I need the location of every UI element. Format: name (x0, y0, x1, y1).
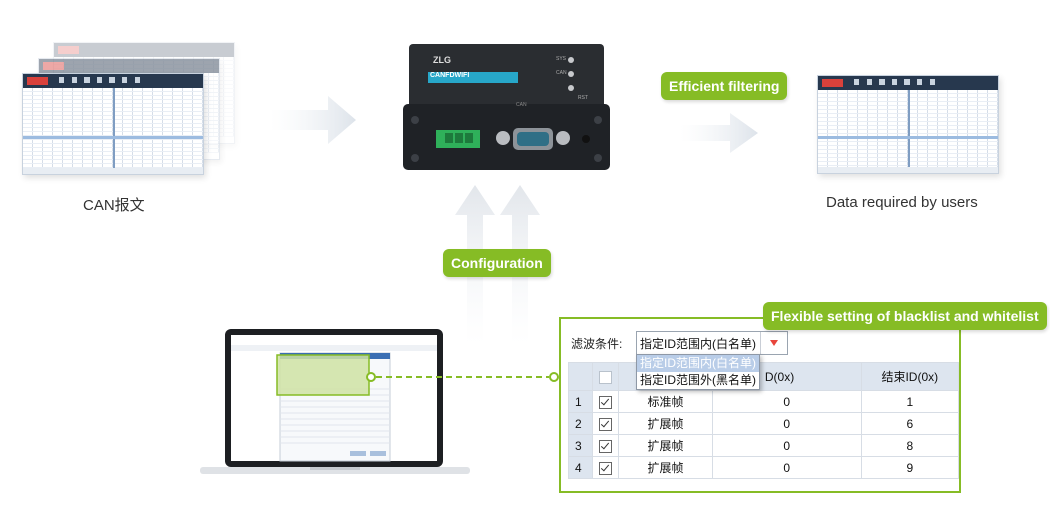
row-checkbox[interactable] (598, 417, 612, 431)
end-id-cell[interactable]: 8 (860, 434, 960, 457)
canfdwifi-device-image (403, 44, 610, 170)
start-id-cell[interactable]: 0 (711, 434, 862, 457)
frame-type-cell[interactable]: 扩展帧 (618, 434, 713, 457)
row-checkbox[interactable] (598, 439, 612, 453)
option-whitelist[interactable]: 指定ID范围内(白名单) (637, 355, 759, 372)
device-model-label: CANFDWIFI (430, 72, 470, 79)
row-index: 1 (568, 390, 593, 413)
table-header-row: D(0x) 结束ID(0x) (568, 362, 960, 391)
start-id-cell[interactable]: 0 (711, 390, 862, 413)
table-row: 4 扩展帧 0 9 (568, 456, 960, 479)
table-row: 2 扩展帧 0 6 (568, 412, 960, 435)
select-all-cell[interactable] (591, 362, 620, 391)
end-id-header: 结束ID(0x) (860, 362, 960, 391)
dropdown-button[interactable] (760, 332, 787, 354)
device-led-sys-label: SYS (556, 56, 567, 62)
filter-condition-value: 指定ID范围内(白名单) (640, 337, 756, 351)
filter-condition-select[interactable]: 指定ID范围内(白名单) (636, 331, 788, 355)
row-number-header (568, 362, 593, 391)
frame-type-cell[interactable]: 标准帧 (618, 390, 713, 413)
device-port-label: CAN (516, 102, 527, 108)
row-index: 2 (568, 412, 593, 435)
end-id-cell[interactable]: 6 (860, 412, 960, 435)
flow-arrow-right-icon (680, 113, 758, 153)
can-frames-screenshot-front (22, 73, 204, 175)
filtered-data-screenshot (817, 75, 999, 174)
blacklist-whitelist-tag: Flexible setting of blacklist and whitel… (763, 302, 1047, 330)
source-caption: CAN报文 (83, 197, 145, 214)
frame-type-cell[interactable]: 扩展帧 (618, 456, 713, 479)
table-row: 3 扩展帧 0 8 (568, 434, 960, 457)
row-checkbox-cell[interactable] (591, 456, 620, 479)
connector-dashed-line (366, 372, 559, 382)
table-row: 1 标准帧 0 1 (568, 390, 960, 413)
chevron-down-icon (770, 340, 778, 346)
select-all-checkbox[interactable] (598, 370, 612, 384)
device-brand-label: ZLG (433, 55, 451, 65)
flow-arrow-right-icon (270, 96, 356, 144)
filter-rules-table: D(0x) 结束ID(0x) 1 标准帧 0 1 2 扩展帧 0 6 3 扩展帧… (568, 362, 960, 479)
frame-type-cell[interactable]: 扩展帧 (618, 412, 713, 435)
end-id-cell[interactable]: 9 (860, 456, 960, 479)
row-index: 4 (568, 456, 593, 479)
row-checkbox-cell[interactable] (591, 390, 620, 413)
efficient-filtering-tag: Efficient filtering (661, 72, 788, 100)
row-checkbox[interactable] (598, 461, 612, 475)
end-id-cell[interactable]: 1 (860, 390, 960, 413)
option-blacklist[interactable]: 指定ID范围外(黑名单) (640, 373, 756, 387)
row-checkbox-cell[interactable] (591, 412, 620, 435)
filter-condition-label: 滤波条件: (571, 337, 623, 351)
device-led-can-label: CAN (556, 70, 567, 76)
configuration-tag: Configuration (443, 249, 551, 277)
row-checkbox[interactable] (598, 395, 612, 409)
start-id-cell[interactable]: 0 (711, 412, 862, 435)
laptop-config-screenshot (200, 329, 470, 474)
result-caption: Data required by users (826, 194, 978, 211)
device-rst-label: RST (578, 95, 588, 101)
start-id-cell[interactable]: 0 (711, 456, 862, 479)
filter-settings-panel: 滤波条件: 指定ID范围内(白名单) 指定ID范围内(白名单) 指定ID范围外(… (559, 317, 961, 493)
row-checkbox-cell[interactable] (591, 434, 620, 457)
filter-condition-dropdown: 指定ID范围内(白名单) 指定ID范围外(黑名单) (636, 354, 760, 390)
row-index: 3 (568, 434, 593, 457)
